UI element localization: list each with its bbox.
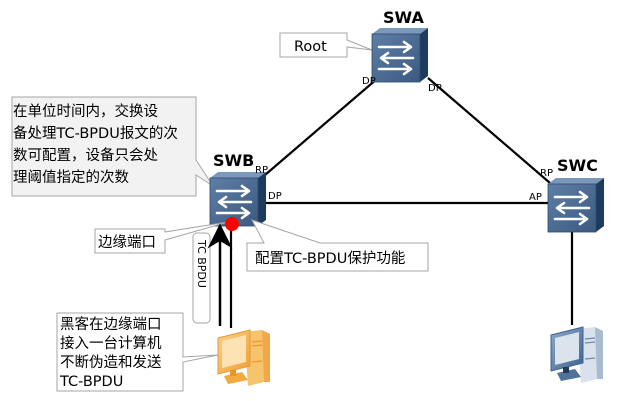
threshold-line-1: 在单位时间内，交换设 <box>13 102 158 120</box>
swb-port-up: RP <box>255 165 268 176</box>
hacker-computer-icon[interactable] <box>217 329 270 386</box>
threshold-line-2: 备处理TC-BPDU报文的次 <box>13 125 178 142</box>
switch-icon <box>370 26 430 84</box>
tc-bpdu-flow-label: TC BPDU <box>192 232 211 324</box>
hacker-line-4: TC-BPDU <box>59 374 123 390</box>
hacker-line-3: 不断伪造和发送 <box>60 354 162 371</box>
switch-swc[interactable] <box>546 176 606 234</box>
swc-port-up: RP <box>540 168 553 179</box>
tc-bpdu-text: TC BPDU <box>195 239 208 288</box>
switch-swb[interactable] <box>208 170 268 228</box>
computer-icon[interactable] <box>550 326 603 383</box>
swc-label: SWC <box>557 156 598 175</box>
switch-icon <box>208 170 268 228</box>
root-callout: Root <box>279 32 373 58</box>
threshold-line-4: 理阈值指定的次数 <box>13 169 129 186</box>
edge-port-dot[interactable] <box>225 217 239 231</box>
root-label: Root <box>294 39 327 55</box>
switch-icon <box>546 176 606 234</box>
hacker-line-2: 接入一台计算机 <box>60 335 162 352</box>
link-swa-swb <box>264 77 379 176</box>
threshold-callout: 在单位时间内，交换设 备处理TC-BPDU报文的次 数可配置，设备只会处 理阈值… <box>11 96 214 197</box>
swa-label: SWA <box>383 8 424 27</box>
swb-port-right: DP <box>268 191 282 202</box>
swb-label: SWB <box>213 151 254 170</box>
hacker-line-1: 黑客在边缘端口 <box>60 316 162 333</box>
link-swa-swc <box>427 77 551 184</box>
swa-port-left: DP <box>362 76 376 87</box>
hacker-callout: 黑客在边缘端口 接入一台计算机 不断伪造和发送 TC-BPDU <box>56 312 219 392</box>
threshold-line-3: 数可配置，设备只会处 <box>13 147 158 164</box>
protection-callout: 配置TC-BPDU保护功能 <box>246 219 429 272</box>
protection-label: 配置TC-BPDU保护功能 <box>255 250 405 267</box>
edge-port-label: 边缘端口 <box>98 234 156 251</box>
switch-swa[interactable] <box>370 26 430 84</box>
swa-port-right: DP <box>428 83 442 94</box>
swc-port-left: AP <box>529 192 542 203</box>
edge-port-callout: 边缘端口 <box>94 221 229 254</box>
